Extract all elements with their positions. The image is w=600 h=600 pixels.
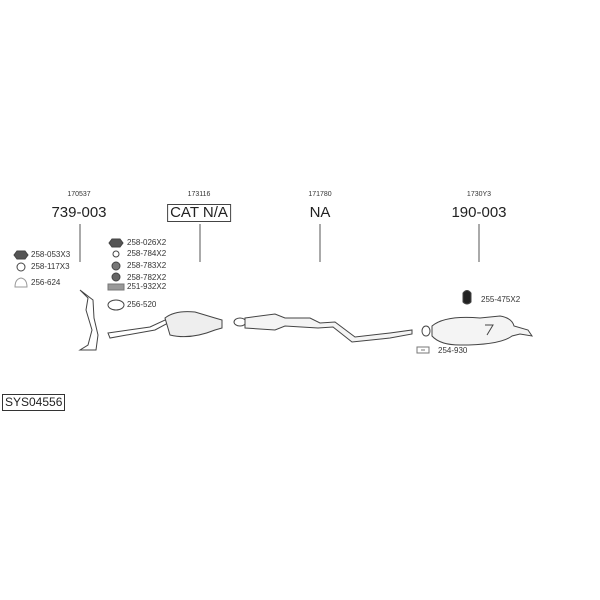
rubber-mount-icon xyxy=(462,290,472,305)
spring-icon xyxy=(107,283,125,291)
part-label[interactable]: 258-026X2 xyxy=(127,238,167,247)
front-pipe xyxy=(78,289,99,351)
washer-icon xyxy=(16,262,26,272)
system-id: SYS04556 xyxy=(2,394,66,411)
part-number[interactable]: 739-003 xyxy=(51,204,107,221)
part-label[interactable]: 256-624 xyxy=(31,278,61,287)
part-label[interactable]: 256-520 xyxy=(127,300,157,309)
center-pipe-muffler xyxy=(244,313,413,343)
part-number[interactable]: 190-003 xyxy=(451,204,507,221)
spring-nut-icon xyxy=(111,272,121,282)
rear-muffler xyxy=(431,315,534,346)
nut-icon xyxy=(108,238,124,248)
clamp-icon xyxy=(416,346,430,354)
part-label[interactable]: 254-930 xyxy=(438,346,468,355)
part-number[interactable]: CAT N/A xyxy=(167,204,231,222)
washer-icon xyxy=(112,250,120,258)
part-number[interactable]: NA xyxy=(309,204,331,221)
part-label[interactable]: 258-783X2 xyxy=(127,261,167,270)
part-label[interactable]: 258-053X3 xyxy=(31,250,71,259)
part-label[interactable]: 258-782X2 xyxy=(127,273,167,282)
part-label[interactable]: 258-117X3 xyxy=(31,262,70,271)
muffler-detail xyxy=(485,324,494,336)
part-label[interactable]: 255-475X2 xyxy=(481,295,521,304)
group-code: 170537 xyxy=(67,191,91,198)
group-code: 1730Y3 xyxy=(466,191,492,198)
nut-icon xyxy=(13,250,29,260)
ring-gasket-icon xyxy=(107,299,125,311)
lock-nut-icon xyxy=(111,261,121,271)
part-label[interactable]: 251-932X2 xyxy=(127,282,167,291)
flange xyxy=(421,325,431,337)
catalytic-converter xyxy=(164,311,223,338)
group-code: 173116 xyxy=(187,191,211,198)
flange xyxy=(233,317,247,327)
group-code: 171780 xyxy=(308,191,332,198)
gasket-icon xyxy=(14,277,28,288)
intermediate-pipe xyxy=(107,319,172,339)
part-label[interactable]: 258-784X2 xyxy=(127,249,167,258)
